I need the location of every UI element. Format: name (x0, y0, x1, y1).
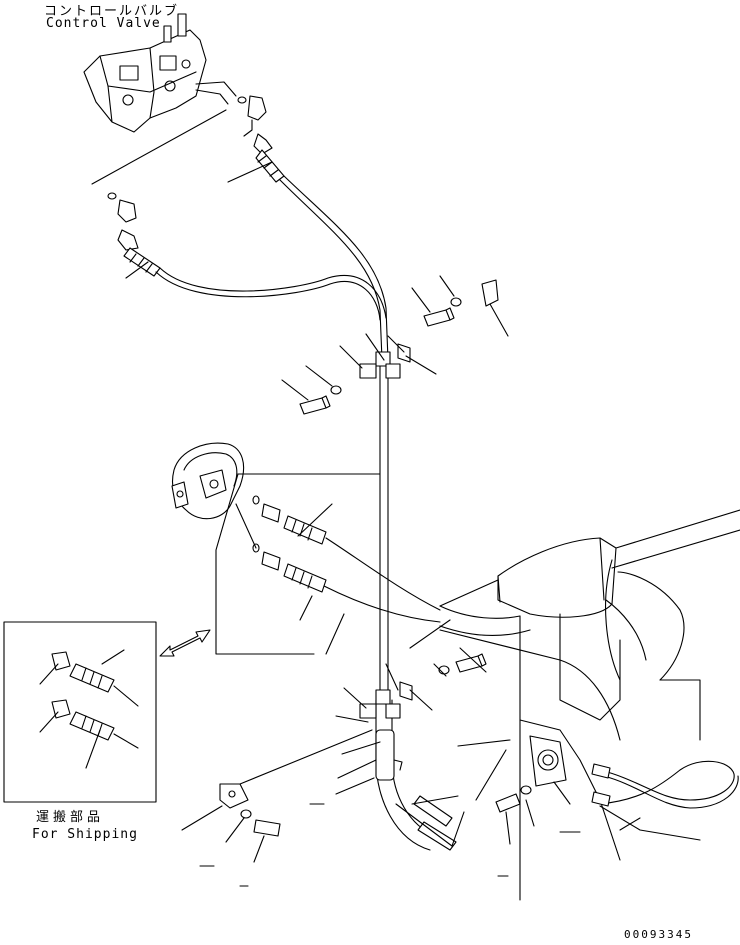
lower-clamp (360, 654, 486, 850)
shipping-label-en: For Shipping (32, 827, 138, 842)
shipping-parts-box (4, 622, 156, 802)
hub-fittings (236, 496, 440, 654)
drawing-code: 00093345 (624, 928, 693, 941)
double-arrow-icon (160, 630, 210, 656)
bottom-bracket (220, 736, 566, 836)
shipping-label-jp: 運搬部品 (36, 810, 105, 825)
axle-housing (440, 510, 740, 900)
control-valve-label-en: Control Valve (46, 16, 161, 31)
leader-lines-lower (182, 620, 570, 886)
brake-hub (172, 443, 380, 654)
hoses (156, 176, 388, 360)
control-valve (84, 14, 236, 184)
leader-lines-upper (126, 162, 508, 400)
coiled-tube (560, 761, 738, 832)
control-valve-label-jp: コントロールバルブ (44, 4, 180, 19)
